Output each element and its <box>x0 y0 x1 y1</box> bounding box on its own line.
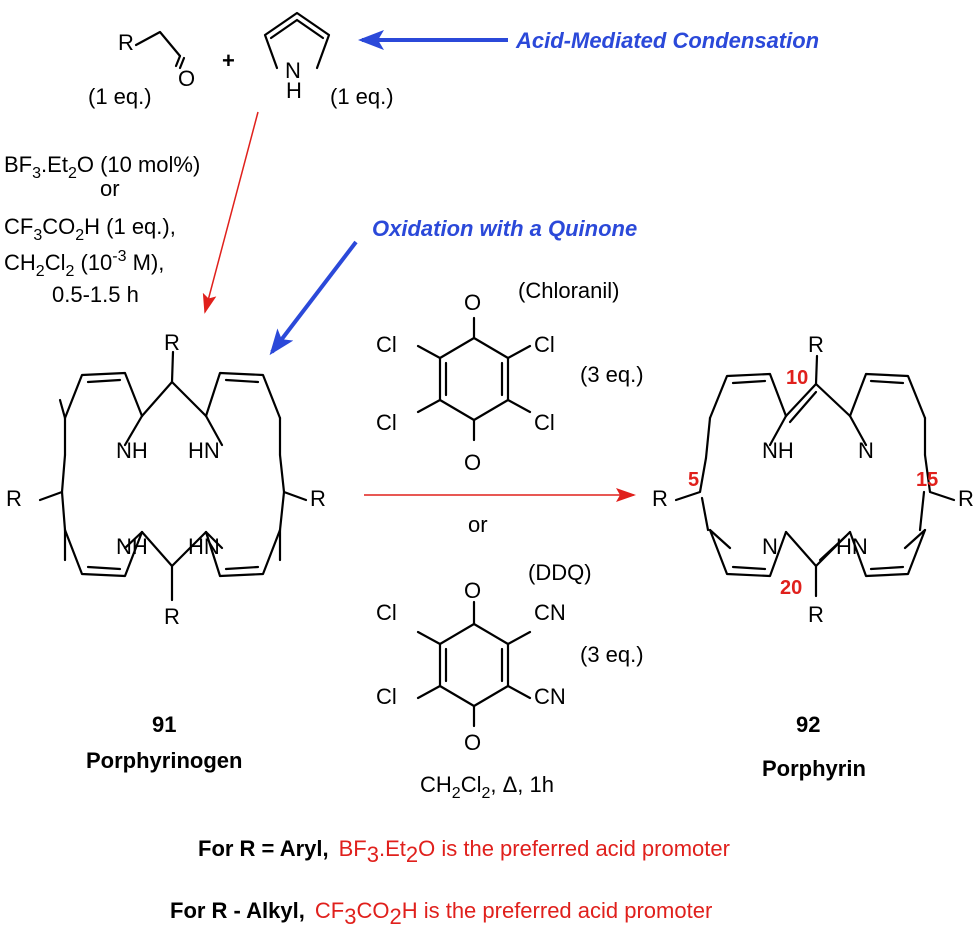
ddq-cn-2: CN <box>534 684 566 709</box>
porphyrinogen-nh-2: NH <box>116 534 148 559</box>
porphyrin-structure <box>674 354 956 598</box>
porphyrinogen-r-left: R <box>6 486 22 511</box>
porphyrinogen-structure <box>38 350 308 602</box>
porphyrin-position-10: 10 <box>786 367 808 389</box>
acid-conditions: BF3.Et2O (10 mol%) or CF3CO2H (1 eq.), C… <box>4 152 200 307</box>
porphyrin-position-15: 15 <box>916 469 938 491</box>
ddq-structure <box>416 600 532 728</box>
porphyrin-r-top: R <box>808 332 824 357</box>
porphyrin-nh: NH <box>762 438 794 463</box>
pyrrole-equiv: (1 eq.) <box>330 84 394 109</box>
oxidation-arrow <box>269 240 358 356</box>
aldehyde-equiv: (1 eq.) <box>88 84 152 109</box>
condition-solvent: CH2Cl2 (10-3 M), <box>4 248 164 280</box>
chloranil-cl-3: Cl <box>376 410 397 435</box>
porphyrinogen-r-top: R <box>164 330 180 355</box>
chloranil-equiv: (3 eq.) <box>580 362 644 387</box>
ddq-name: (DDQ) <box>528 560 592 585</box>
chloranil-structure <box>416 316 532 442</box>
condensation-reaction-arrow <box>202 111 259 314</box>
oxidation-label: Oxidation with a Quinone <box>372 216 637 241</box>
condition-tfa: CF3CO2H (1 eq.), <box>4 214 176 244</box>
ddq-cl-1: Cl <box>376 600 397 625</box>
porphyrin-n-1: N <box>858 438 874 463</box>
chloranil-cl-2: Cl <box>534 332 555 357</box>
porphyrin-r-right: R <box>958 486 974 511</box>
porphyrinogen-nh-1: NH <box>116 438 148 463</box>
porphyrin-position-20: 20 <box>780 577 802 599</box>
ddq-cn-1: CN <box>534 600 566 625</box>
aldehyde: R O (1 eq.) <box>88 30 195 109</box>
porphyrin-r-bottom: R <box>808 602 824 627</box>
porphyrin-hn: HN <box>836 534 868 559</box>
pyrrole: N H (1 eq.) <box>263 11 394 109</box>
porphyrinogen-r-right: R <box>310 486 326 511</box>
porphyrinogen-r-bottom: R <box>164 604 180 629</box>
chloranil-o-bottom: O <box>464 450 481 475</box>
pyrrole-n-label: N <box>285 58 301 83</box>
pyrrole-h-label: H <box>286 78 302 103</box>
oxidation-solvent: CH2Cl2, Δ, 1h <box>420 772 554 802</box>
aldehyde-o-label: O <box>178 66 195 91</box>
ddq-o-top: O <box>464 578 481 603</box>
condition-bf3: BF3.Et2O (10 mol%) <box>4 152 200 182</box>
porphyrin-r-left: R <box>652 486 668 511</box>
condition-time: 0.5-1.5 h <box>52 282 139 307</box>
porphyrinogen-name: Porphyrinogen <box>86 748 242 773</box>
condensation-label: Acid-Mediated Condensation <box>515 28 819 53</box>
porphyrin-position-5: 5 <box>688 469 699 491</box>
plus-sign: + <box>222 48 235 73</box>
porphyrin-number: 92 <box>796 712 820 737</box>
porphyrinogen-hn-2: HN <box>188 534 220 559</box>
porphyrin-name: Porphyrin <box>762 756 866 781</box>
chloranil-cl-1: Cl <box>376 332 397 357</box>
or-text: or <box>468 512 488 537</box>
note-alkyl: For R - Alkyl,CF3CO2H is the preferred a… <box>170 898 712 929</box>
porphyrinogen-number: 91 <box>152 712 176 737</box>
chloranil-name: (Chloranil) <box>518 278 619 303</box>
ddq-o-bottom: O <box>464 730 481 755</box>
porphyrin-n-2: N <box>762 534 778 559</box>
condition-or: or <box>100 176 120 201</box>
chloranil-cl-4: Cl <box>534 410 555 435</box>
ddq-cl-2: Cl <box>376 684 397 709</box>
chloranil-o-top: O <box>464 290 481 315</box>
porphyrinogen-hn-1: HN <box>188 438 220 463</box>
note-aryl: For R = Aryl,BF3.Et2O is the preferred a… <box>198 836 730 867</box>
aldehyde-r-label: R <box>118 30 134 55</box>
ddq-equiv: (3 eq.) <box>580 642 644 667</box>
